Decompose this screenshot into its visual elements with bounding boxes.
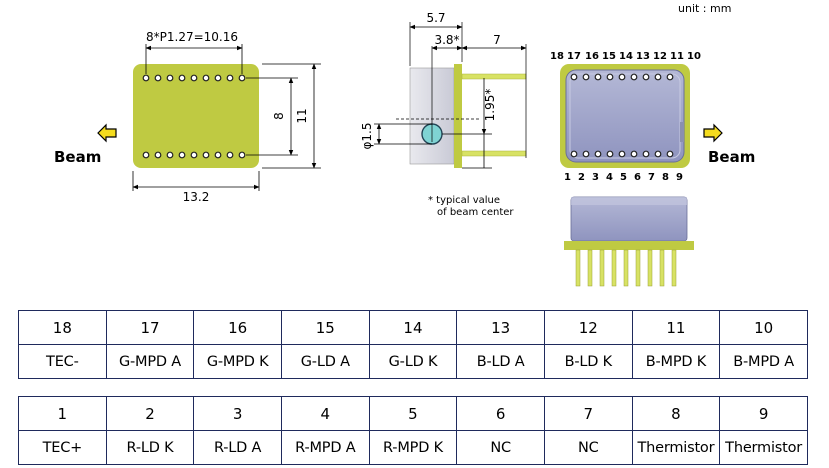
pin-function-cell: B-MPD A bbox=[719, 344, 808, 379]
top-pin-numbers: 18 17 16 15 14 13 12 11 10 bbox=[550, 51, 701, 62]
pin-function-cell: TEC+ bbox=[18, 430, 107, 465]
bottom-pin-number: 1 bbox=[564, 172, 571, 183]
pin-number-cell: 2 bbox=[105, 396, 195, 431]
top-pin-number: 11 bbox=[670, 51, 684, 62]
top-view-top-pins bbox=[570, 73, 674, 81]
aperture-dimension: φ1.5 bbox=[360, 123, 374, 150]
pin-number-cell: 15 bbox=[280, 310, 370, 345]
pin-function-cell: Thermistor bbox=[631, 430, 721, 465]
pin-span-dimension: 8 bbox=[272, 112, 286, 120]
beam-height-dimension: 1.95* bbox=[483, 89, 497, 122]
pin-function-cell: R-LD K bbox=[105, 430, 195, 465]
pin-function-cell: B-LD A bbox=[456, 344, 545, 379]
bottom-pin-number: 3 bbox=[592, 172, 599, 183]
pin-function-cell: G-MPD K bbox=[193, 344, 282, 379]
pin-function-cell: NC bbox=[543, 430, 633, 465]
side-view-lead-top bbox=[461, 73, 527, 80]
bottom-pin-number: 8 bbox=[662, 172, 669, 183]
pin-number-cell: 11 bbox=[631, 310, 721, 345]
top-pin-number: 15 bbox=[602, 51, 616, 62]
pin-number-cell: 16 bbox=[193, 310, 282, 345]
beam-center-dimension: 3.8* bbox=[434, 33, 459, 47]
unit-label: unit : mm bbox=[678, 2, 731, 15]
width-dimension: 13.2 bbox=[183, 190, 210, 204]
top-view: 18 17 16 15 14 13 12 11 10 1 2 3 4 5 6 7… bbox=[550, 51, 755, 183]
bottom-pin-number: 2 bbox=[578, 172, 585, 183]
bottom-pin-number: 9 bbox=[676, 172, 683, 183]
pin-function-cell: R-MPD A bbox=[280, 430, 370, 465]
side-view-base bbox=[454, 64, 462, 168]
pin-function-cell: NC bbox=[456, 430, 545, 465]
top-pin-number: 17 bbox=[567, 51, 581, 62]
front-view-base bbox=[564, 241, 694, 250]
pin-number-cell: 12 bbox=[543, 310, 633, 345]
package-drawing: unit : mm 8*P1.27=10.16 8 11 1 bbox=[54, 2, 755, 287]
pin-function-cell: R-LD A bbox=[193, 430, 282, 465]
pin-number-cell: 8 bbox=[631, 396, 721, 431]
top-pin-number: 12 bbox=[653, 51, 667, 62]
bottom-pin-number: 6 bbox=[634, 172, 641, 183]
top-pin-number: 10 bbox=[687, 51, 701, 62]
pin-number-cell: 13 bbox=[456, 310, 545, 345]
side-view: 5.7 3.8* 7 1.95* φ1.5 * typical value of… bbox=[360, 11, 527, 218]
pin-number-cell: 3 bbox=[193, 396, 282, 431]
beam-arrow-left-icon bbox=[97, 123, 117, 143]
beam-label-right: Beam bbox=[708, 148, 755, 166]
pin-function-cell: G-LD K bbox=[368, 344, 458, 379]
pin-number-cell: 9 bbox=[719, 396, 808, 431]
lead-length-dimension: 7 bbox=[493, 33, 501, 47]
pin-function-cell: G-MPD A bbox=[105, 344, 195, 379]
bottom-pin-number: 4 bbox=[606, 172, 613, 183]
beam-center-note: of beam center bbox=[437, 207, 514, 218]
height-dimension: 11 bbox=[295, 108, 309, 123]
table-row-pin-functions: TEC- G-MPD A G-MPD K G-LD A G-LD K B-LD … bbox=[18, 344, 808, 379]
pin-function-cell: B-LD K bbox=[543, 344, 633, 379]
pin-function-cell: TEC- bbox=[18, 344, 107, 379]
pin-number-cell: 18 bbox=[18, 310, 107, 345]
bottom-view-package bbox=[133, 64, 259, 168]
table-row-pin-numbers: 18 17 16 15 14 13 12 11 10 bbox=[18, 310, 808, 345]
pin-number-cell: 6 bbox=[456, 396, 545, 431]
bottom-pin-number: 5 bbox=[620, 172, 627, 183]
pin-function-cell: Thermistor bbox=[719, 430, 808, 465]
bottom-view: 8*P1.27=10.16 8 11 13.2 Beam bbox=[54, 30, 321, 204]
pin-number-cell: 5 bbox=[368, 396, 458, 431]
pin-function-cell: R-MPD K bbox=[368, 430, 458, 465]
side-width-dimension: 5.7 bbox=[426, 11, 445, 25]
pin-number-cell: 10 bbox=[719, 310, 808, 345]
top-pin-number: 14 bbox=[619, 51, 633, 62]
pin-table-top: 18 17 16 15 14 13 12 11 10 TEC- G-MPD A … bbox=[18, 310, 808, 379]
pin-function-cell: G-LD A bbox=[280, 344, 370, 379]
top-view-bottom-pins bbox=[570, 150, 674, 158]
beam-label-left: Beam bbox=[54, 148, 101, 166]
pitch-dimension: 8*P1.27=10.16 bbox=[146, 30, 238, 44]
front-view-leads bbox=[575, 249, 677, 287]
table-row-pin-functions: TEC+ R-LD K R-LD A R-MPD A R-MPD K NC NC… bbox=[18, 430, 808, 465]
bottom-view-top-pins bbox=[142, 74, 246, 82]
pin-number-cell: 14 bbox=[368, 310, 458, 345]
table-row-pin-numbers: 1 2 3 4 5 6 7 8 9 bbox=[18, 396, 808, 431]
bottom-view-bottom-pins bbox=[142, 151, 246, 159]
pin-number-cell: 4 bbox=[280, 396, 370, 431]
pin-number-cell: 7 bbox=[543, 396, 633, 431]
beam-arrow-right-icon bbox=[703, 123, 723, 143]
pin-function-cell: B-MPD K bbox=[631, 344, 721, 379]
top-pin-number: 13 bbox=[636, 51, 650, 62]
bottom-pin-numbers: 1 2 3 4 5 6 7 8 9 bbox=[564, 172, 683, 183]
front-view bbox=[564, 196, 694, 287]
top-pin-number: 18 bbox=[550, 51, 564, 62]
top-view-lid bbox=[565, 69, 685, 163]
pin-table-bottom: 1 2 3 4 5 6 7 8 9 TEC+ R-LD K R-LD A R-M… bbox=[18, 396, 808, 465]
pin-number-cell: 17 bbox=[105, 310, 195, 345]
typical-value-note: * typical value bbox=[428, 195, 500, 206]
pin-number-cell: 1 bbox=[18, 396, 107, 431]
top-pin-number: 16 bbox=[585, 51, 599, 62]
bottom-pin-number: 7 bbox=[648, 172, 655, 183]
side-view-lead-bottom bbox=[461, 150, 527, 157]
